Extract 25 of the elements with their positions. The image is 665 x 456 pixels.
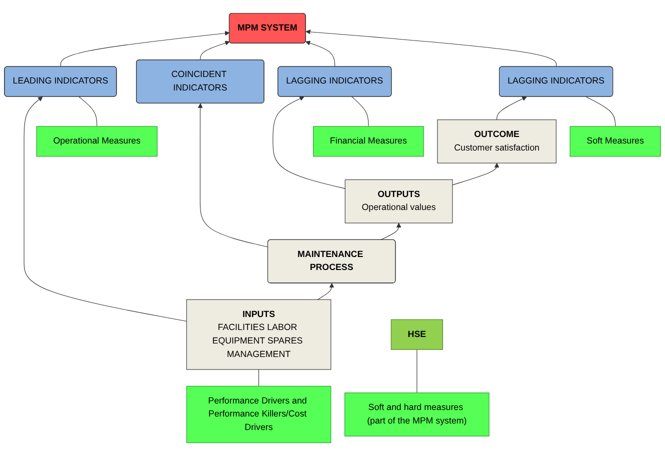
arrow (60, 30, 230, 68)
node-box: OUTCOME Customer satisfaction (437, 120, 556, 164)
node-box: Financial Measures (313, 126, 424, 157)
arrow (306, 29, 557, 68)
connector (586, 96, 616, 127)
node-box: Soft and hard measures (part of the MPM system) (344, 392, 490, 436)
arrow (198, 103, 268, 248)
node-box: OUTPUTS Operational values (344, 179, 453, 224)
arrow (305, 40, 336, 68)
connector (352, 96, 369, 127)
node-box: INPUTS FACILITIES LABOR EQUIPMENT SPARES MANAGEMENT (186, 299, 332, 370)
node-box: HSE (390, 319, 443, 350)
arrow (24, 96, 187, 322)
arrow (380, 222, 402, 240)
arrow (272, 96, 346, 189)
connector (416, 349, 418, 394)
arrow (317, 283, 334, 300)
arrow (452, 162, 500, 186)
arrow (496, 96, 527, 120)
node-box: Operational Measures (36, 126, 158, 157)
node-box: Soft Measures (570, 126, 661, 157)
connector (258, 369, 260, 386)
arrow (200, 40, 230, 60)
connector (78, 96, 98, 127)
node-box: Performance Drivers and Performance Killers/Cost Drivers (186, 386, 332, 444)
